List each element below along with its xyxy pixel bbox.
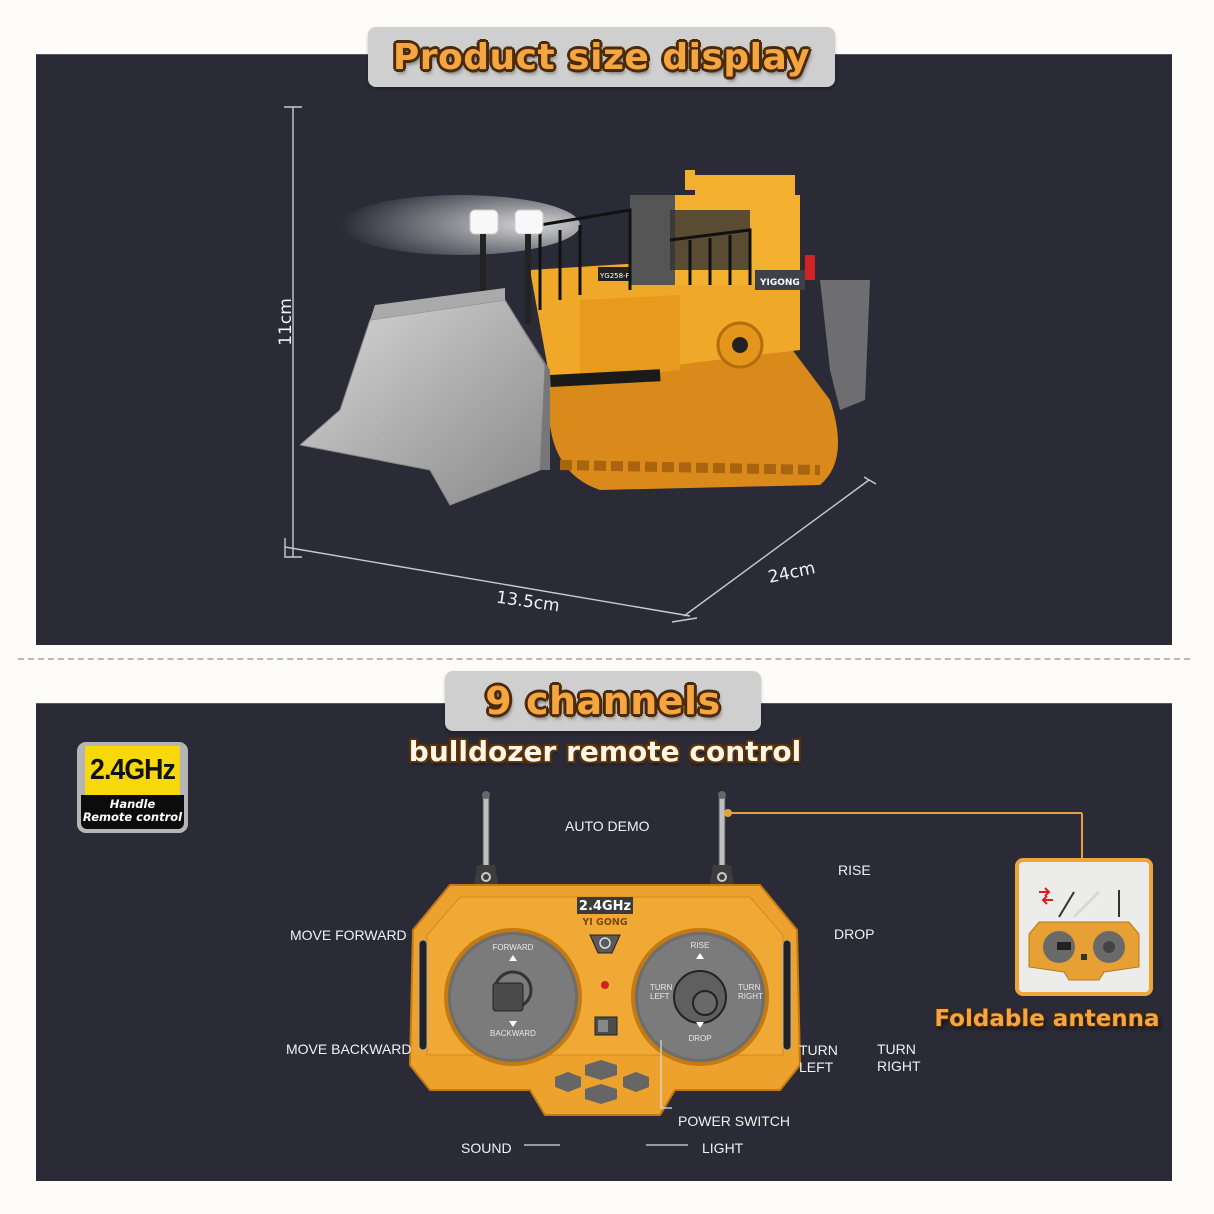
power-switch-label: POWER SWITCH [678, 1113, 790, 1129]
right-antenna-icon [709, 791, 735, 890]
left-antenna-icon [473, 791, 499, 890]
svg-text:FORWARD: FORWARD [493, 943, 534, 952]
height-dimension: 11cm [275, 298, 296, 346]
remote-control-image: 2.4GHz YI GONG FORWARD BACKWARD RISE TUR… [408, 791, 802, 1116]
svg-text:RISE: RISE [691, 941, 710, 950]
channels-banner: 9 channels [445, 671, 761, 731]
auto-demo-label: AUTO DEMO [565, 818, 650, 834]
light-label: LIGHT [702, 1140, 744, 1156]
turn-right-label: TURN RIGHT [877, 1041, 921, 1075]
badge-caption: Handle Remote control [81, 795, 184, 829]
svg-text:YG258-F: YG258-F [599, 272, 630, 280]
mini-remote-image [1019, 862, 1149, 992]
svg-text:YI GONG: YI GONG [581, 917, 628, 928]
move-forward-label: MOVE FORWARD [290, 927, 407, 943]
product-size-banner: Product size display [368, 27, 835, 87]
svg-text:TURN: TURN [738, 983, 760, 992]
channels-title: 9 channels [485, 679, 721, 723]
turn-left-line-1: TURN [799, 1042, 838, 1058]
badge-line-2: Remote control [82, 810, 183, 824]
sound-label: SOUND [461, 1140, 512, 1156]
svg-text:YIGONG: YIGONG [759, 278, 800, 288]
svg-text:BACKWARD: BACKWARD [490, 1029, 536, 1038]
svg-text:2.4GHz: 2.4GHz [579, 899, 631, 914]
svg-text:TURN: TURN [650, 983, 672, 992]
remote-subtitle: bulldozer remote control [408, 735, 802, 768]
rise-label: RISE [838, 862, 871, 878]
badge-frequency: 2.4GHz [85, 746, 180, 795]
turn-left-line-2: LEFT [799, 1059, 834, 1075]
turn-right-line-2: RIGHT [877, 1058, 921, 1074]
turn-right-line-1: TURN [877, 1041, 916, 1057]
product-size-title: Product size display [392, 36, 811, 78]
foldable-antenna-photo [1015, 858, 1153, 996]
drop-label: DROP [834, 926, 875, 942]
foldable-antenna-caption: Foldable antenna [934, 1006, 1160, 1032]
svg-text:RIGHT: RIGHT [738, 992, 763, 1001]
badge-line-1: Handle [109, 797, 156, 811]
svg-text:LEFT: LEFT [650, 992, 670, 1001]
bulldozer-image: YIGONG YG258-F [300, 170, 870, 506]
move-backward-label: MOVE BACKWARD [286, 1041, 412, 1057]
frequency-badge: 2.4GHz Handle Remote control [77, 742, 188, 833]
turn-left-label: TURN LEFT [799, 1042, 838, 1076]
section-divider [18, 658, 1190, 660]
svg-text:DROP: DROP [688, 1034, 711, 1043]
